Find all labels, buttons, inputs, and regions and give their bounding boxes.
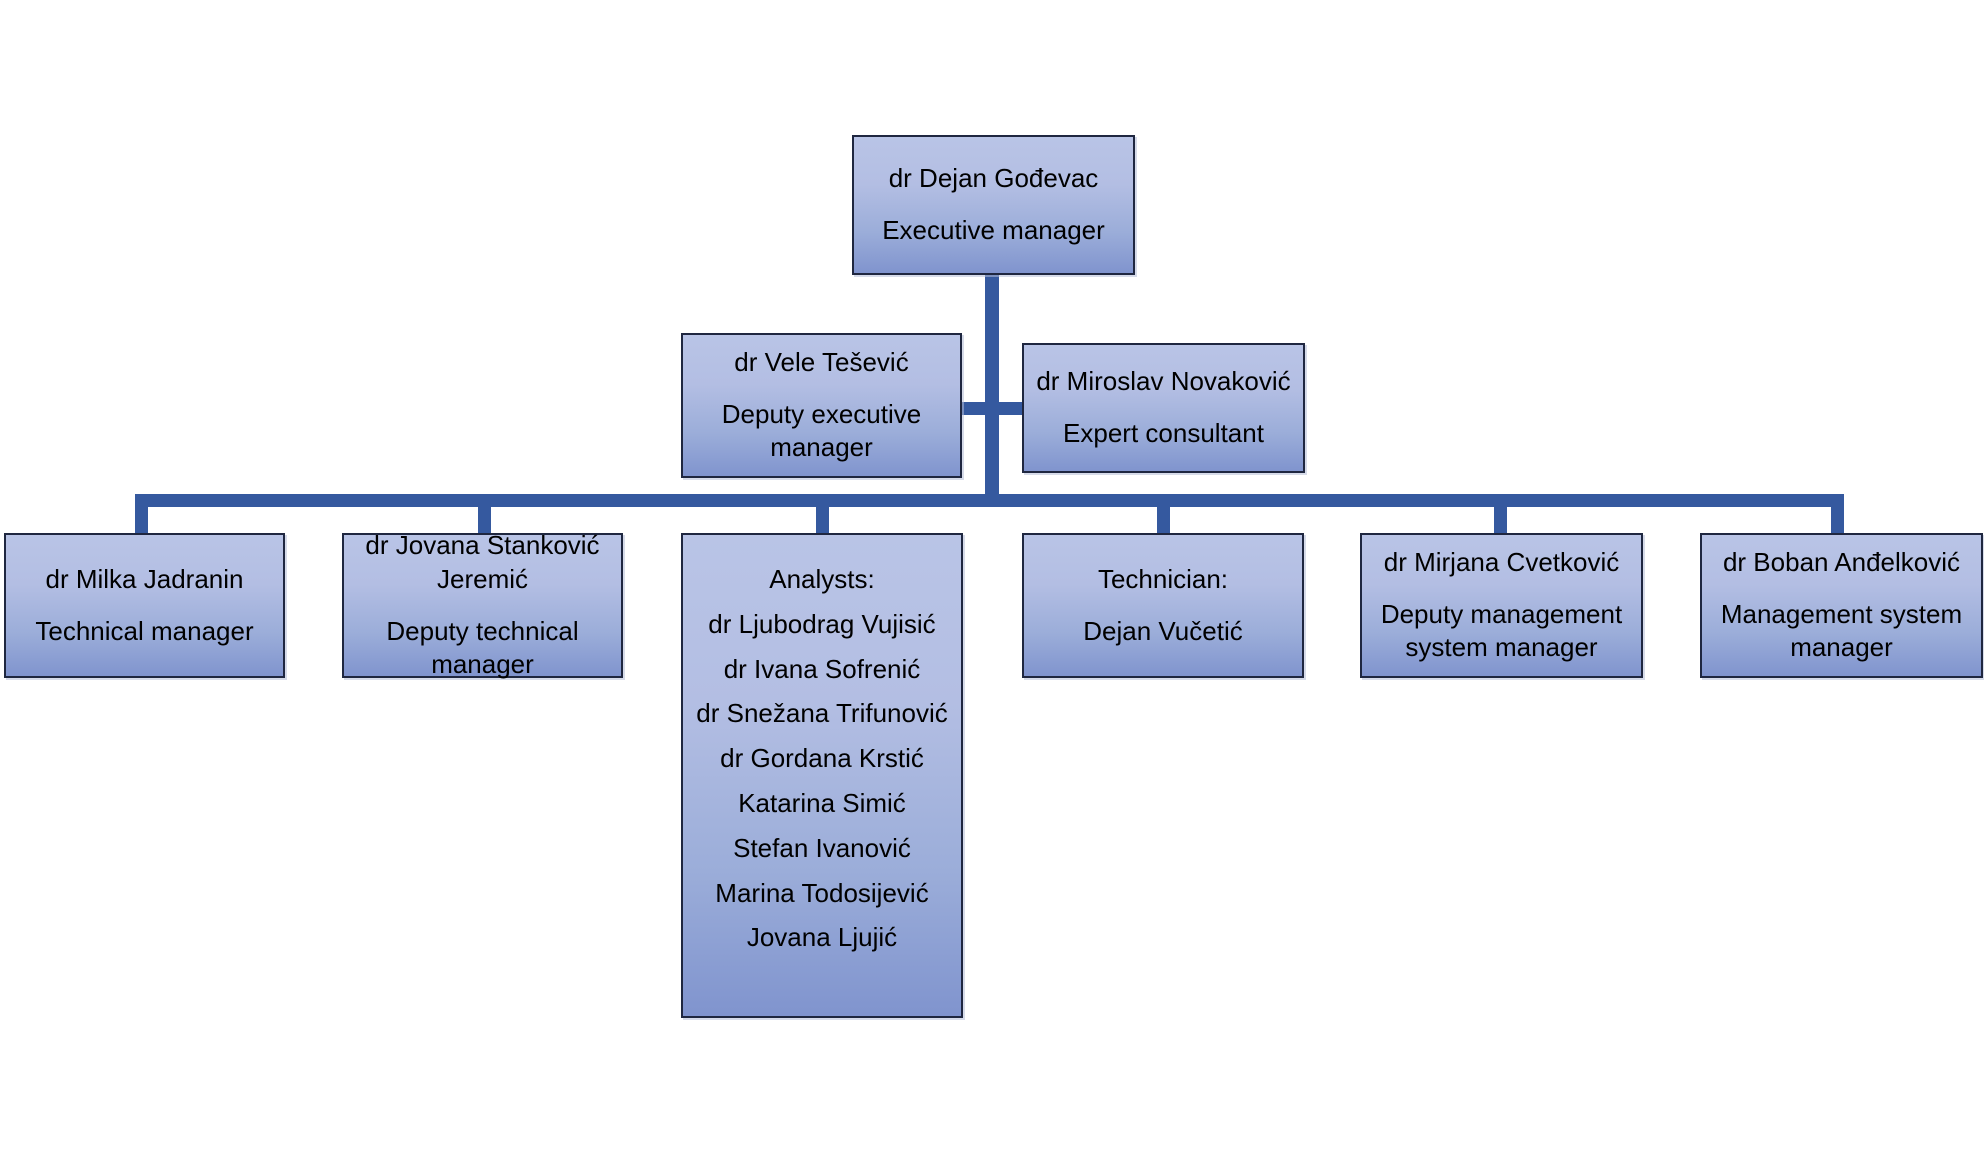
- node-deputy-management-system-manager[interactable]: dr Mirjana Cvetković Deputy management s…: [1360, 533, 1643, 678]
- node-technical-manager[interactable]: dr Milka Jadranin Technical manager: [4, 533, 285, 678]
- connector-drop-management-system-manager: [1831, 494, 1844, 534]
- analyst-name: dr Ljubodrag Vujisić: [708, 608, 936, 639]
- connector-trunk-vertical: [985, 275, 999, 507]
- node-executive-manager[interactable]: dr Dejan Gođevac Executive manager: [852, 135, 1135, 275]
- node-expert-consultant[interactable]: dr Miroslav Novaković Expert consultant: [1022, 343, 1305, 473]
- analyst-name: Marina Todosijević: [715, 877, 929, 908]
- expert-consultant-role: Expert consultant: [1063, 418, 1264, 448]
- connector-level2-horizontal: [958, 402, 1028, 415]
- analyst-name: Katarina Simić: [738, 787, 906, 818]
- deputy-executive-manager-name: dr Vele Tešević: [734, 346, 909, 377]
- analyst-name: Jovana Ljujić: [746, 922, 898, 953]
- deputy-management-system-manager-role: Deputy management system manager: [1380, 598, 1623, 663]
- management-system-manager-name: dr Boban Anđelković: [1722, 546, 1961, 577]
- node-technician[interactable]: Technician: Dejan Vučetić: [1022, 533, 1304, 678]
- deputy-technical-manager-name: dr Jovana Stanković Jeremić: [365, 529, 600, 594]
- management-system-manager-role: Management system manager: [1720, 598, 1963, 663]
- expert-consultant-name: dr Miroslav Novaković: [1036, 366, 1291, 397]
- connector-drop-deputy-technical-manager: [478, 494, 491, 534]
- node-deputy-technical-manager[interactable]: dr Jovana Stanković Jeremić Deputy techn…: [342, 530, 623, 679]
- technical-manager-name: dr Milka Jadranin: [45, 563, 244, 594]
- connector-drop-deputy-management-system-manager: [1494, 494, 1507, 534]
- deputy-management-system-manager-name: dr Mirjana Cvetković: [1383, 546, 1620, 577]
- analyst-name: dr Snežana Trifunović: [696, 698, 948, 729]
- node-deputy-executive-manager[interactable]: dr Vele Tešević Deputy executive manager: [681, 333, 962, 478]
- technical-manager-role: Technical manager: [35, 615, 254, 646]
- node-management-system-manager[interactable]: dr Boban Anđelković Management system ma…: [1700, 533, 1983, 678]
- connector-drop-technical-manager: [135, 494, 148, 534]
- analyst-name: dr Ivana Sofrenić: [723, 653, 921, 684]
- technician-heading: Technician:: [1097, 563, 1229, 594]
- deputy-technical-manager-role: Deputy technical manager: [386, 615, 579, 680]
- analyst-name: Stefan Ivanović: [733, 832, 911, 863]
- technician-name: Dejan Vučetić: [1083, 615, 1243, 646]
- executive-manager-role: Executive manager: [882, 215, 1105, 245]
- deputy-executive-manager-role: Deputy executive manager: [721, 398, 922, 463]
- analysts-heading: Analysts:: [769, 564, 875, 594]
- connector-drop-technician: [1157, 494, 1170, 534]
- analyst-name: dr Gordana Krstić: [720, 743, 924, 774]
- node-analysts[interactable]: Analysts: dr Ljubodrag Vujisić dr Ivana …: [681, 533, 963, 1018]
- connector-bottom-bus: [135, 494, 1844, 507]
- connector-drop-analysts: [816, 494, 829, 534]
- executive-manager-name: dr Dejan Gođevac: [888, 163, 1099, 194]
